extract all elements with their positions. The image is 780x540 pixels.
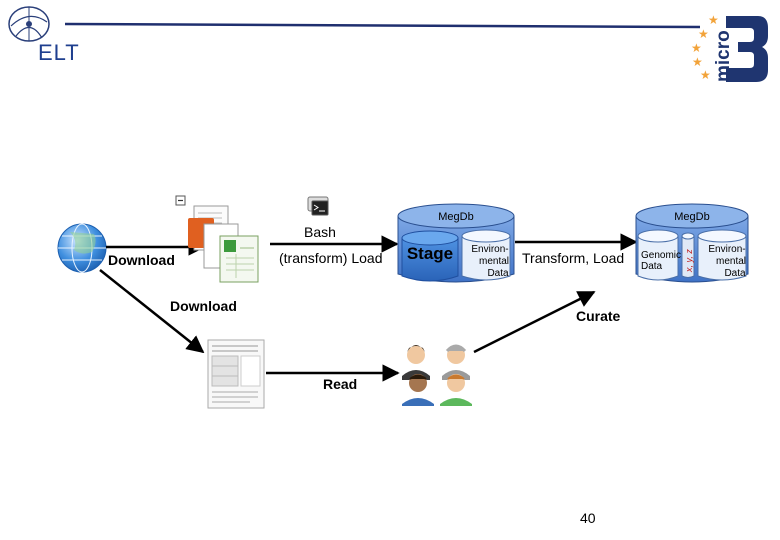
- db1-title: MegDb: [438, 211, 473, 223]
- svg-text:★: ★: [691, 41, 702, 55]
- svg-text:★: ★: [698, 27, 709, 41]
- star-icons: ★ ★ ★ ★ ★: [691, 13, 719, 82]
- load-label: (transform) Load: [279, 250, 383, 266]
- header-rule: [64, 22, 700, 29]
- db1-env-line3: Data: [487, 268, 509, 279]
- xyz-label: x, y, z: [684, 249, 694, 273]
- download-arrow-2: [99, 269, 205, 354]
- read-label: Read: [323, 376, 358, 392]
- terminal-icon: [307, 196, 329, 216]
- document-icon: [207, 339, 265, 409]
- svg-text:★: ★: [700, 68, 711, 82]
- data-files-icon: [175, 195, 259, 283]
- slide-title: ELT: [38, 40, 80, 65]
- globe-icon: [57, 223, 107, 273]
- db1-env-line1: Environ-: [471, 244, 508, 255]
- db2-title: MegDb: [674, 211, 709, 223]
- people-icon: [402, 344, 472, 406]
- bash-label: Bash: [304, 224, 336, 240]
- download-label-2: Download: [170, 298, 237, 314]
- db2-genomic-line2: Data: [641, 261, 663, 272]
- page-number: 40: [580, 510, 596, 526]
- micro3-logo: ★ ★ ★ ★ ★ micro: [691, 13, 768, 82]
- curate-label: Curate: [576, 308, 621, 324]
- curate-arrow: [473, 290, 596, 354]
- stage-label: Stage: [407, 244, 453, 263]
- elt-logo-icon: [8, 6, 50, 42]
- db2-env-line1: Environ-: [708, 244, 745, 255]
- download-label-1: Download: [108, 252, 175, 268]
- brand-text: micro: [713, 30, 734, 82]
- megdb-stage-database: MegDb Stage Environ- mental Data: [397, 203, 515, 283]
- megdb-curated-database: MegDb Genomic Data x, y, z Environ- ment…: [635, 203, 749, 283]
- db2-env-line3: Data: [724, 268, 746, 279]
- db2-genomic-line1: Genomic: [641, 250, 681, 261]
- db2-env-line2: mental: [716, 256, 746, 267]
- db1-env-line2: mental: [479, 256, 509, 267]
- svg-text:★: ★: [708, 13, 719, 27]
- transform-load-label: Transform, Load: [522, 250, 625, 266]
- svg-text:★: ★: [692, 55, 703, 69]
